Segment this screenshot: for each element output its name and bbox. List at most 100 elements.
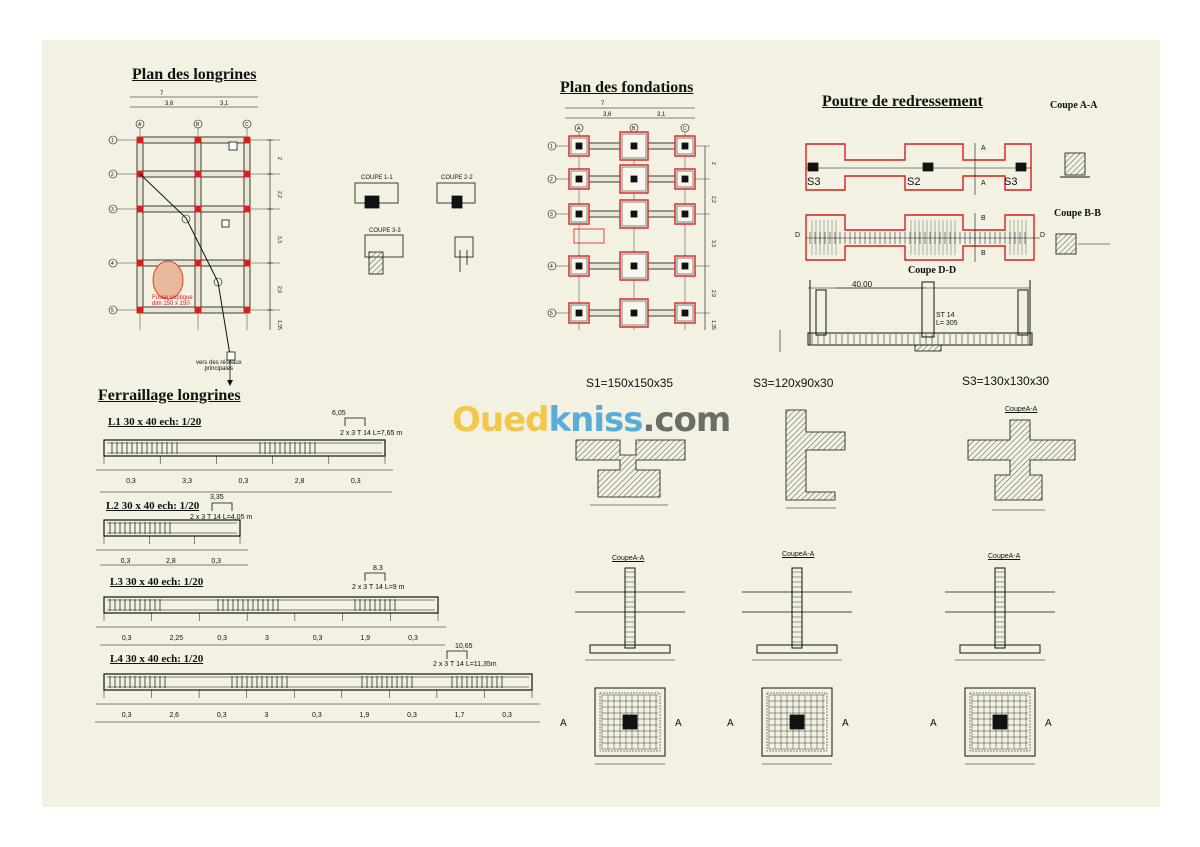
section-letter-d-left: D <box>795 232 801 239</box>
ferr-poteau <box>624 567 636 649</box>
coupe-dd-base <box>914 344 942 352</box>
watermark-part3: .com <box>642 400 731 440</box>
longrine-l4-hook: 10,65 <box>455 643 473 650</box>
pl-row-dim-label: 2 <box>276 157 282 160</box>
ferr-section-arrow-left: A <box>727 718 734 729</box>
ferr-semelle <box>756 644 838 654</box>
pl-node <box>194 205 202 213</box>
pf-footing-inner <box>570 205 588 223</box>
pf-footing-inner <box>570 170 588 188</box>
plan-fondations-dim-2: 3,1 <box>657 112 666 118</box>
poutre-s-label-1: S3 <box>807 176 821 188</box>
longrine-span-label: 0,3 <box>126 478 136 485</box>
pf-axis-row-label: 4 <box>550 264 553 270</box>
longrine-span-label: 0,3 <box>120 558 131 565</box>
pl-fosse-ellipse <box>152 260 184 300</box>
longrine-l2-hook: 3,35 <box>210 494 224 501</box>
longrine-l3-hook: 8,3 <box>373 565 383 572</box>
longrine-beam <box>103 596 439 614</box>
pl-node <box>194 306 202 314</box>
pl-longrine-h <box>139 205 248 213</box>
poutre-s-label-3: S3 <box>1004 176 1018 188</box>
pf-axis-row-label: 2 <box>550 177 553 183</box>
semelle-s3a-section <box>785 409 846 501</box>
pl-regard-circle <box>181 214 191 224</box>
coupe-bb-detail <box>1055 233 1077 255</box>
pl-node <box>136 306 144 314</box>
pl-longrine-v <box>136 139 144 311</box>
pf-poteau <box>575 262 583 270</box>
pf-poteau <box>575 142 583 150</box>
pl-regard-circle <box>213 277 223 287</box>
pf-poteau <box>630 309 638 317</box>
longrine-span-label: 0,3 <box>121 635 132 642</box>
ferr-section-arrow-right: A <box>675 718 682 729</box>
pf-footing-inner <box>621 166 647 192</box>
pf-poteau <box>681 210 689 218</box>
pf-footing-inner <box>570 304 588 322</box>
coupe-aa-bottom-3: CoupeA-A <box>988 553 1021 560</box>
pl-network-line <box>139 173 231 356</box>
semelle-s1-label: S1=150x150x35 <box>586 376 674 390</box>
pl-node <box>243 170 251 178</box>
longrine-l3-bar: 2 x 3 T 14 L=9 m <box>352 584 405 591</box>
ferr-plan-outer <box>594 687 666 757</box>
longrine-span-label: 0,3 <box>502 712 512 719</box>
pf-poteau <box>681 309 689 317</box>
pl-node <box>194 170 202 178</box>
coupe-dd-st: ST 14 <box>936 312 955 319</box>
label-coupe-2-2: COUPE 2-2 <box>441 175 473 181</box>
pf-footing-inner <box>676 257 694 275</box>
pf-footing-inner <box>621 201 647 227</box>
pf-poteau <box>575 309 583 317</box>
ferr-semelle <box>959 644 1041 654</box>
longrine-span-label: 0,3 <box>312 712 322 719</box>
pl-axis-col-label: A <box>138 122 142 128</box>
watermark-part1: Oued <box>452 400 550 440</box>
longrine-beam <box>103 673 533 691</box>
longrine-span-label: 0,3 <box>350 478 361 485</box>
ferr-plan-poteau <box>789 714 805 730</box>
plan-fondations-dim-1: 3,6 <box>603 112 612 118</box>
longrine-hook <box>211 502 233 511</box>
coupe-aa-bottom-1: CoupeA-A <box>612 555 645 562</box>
pf-footing-inner <box>570 137 588 155</box>
note-reseaux: vers des réseaux principales <box>196 360 242 372</box>
poutre-poteau <box>922 162 934 172</box>
ferr-poteau <box>994 567 1006 649</box>
section-letter-a-bottom: A <box>981 180 986 187</box>
coupe-dd-top-dim: 40.00 <box>852 280 873 289</box>
coupe22-body <box>451 195 463 209</box>
pl-node <box>243 136 251 144</box>
pl-row-dim-label: 1,35 <box>276 320 282 330</box>
coupe-aa-top-right: CoupeA-A <box>1005 406 1038 413</box>
label-coupe-bb: Coupe B-B <box>1054 208 1101 219</box>
longrine-span-label: 0,3 <box>407 712 417 719</box>
longrine-hook <box>364 572 386 581</box>
coupe-aa-bottom-2: CoupeA-A <box>782 551 815 558</box>
plan-fondations-dim-total: 7 <box>601 101 605 107</box>
coupe11-body <box>364 195 380 209</box>
ferr-plan-inner <box>969 692 1031 752</box>
poutre-elevation-outline <box>805 143 1032 191</box>
semelle-s3b-label: S3=130x130x30 <box>962 374 1050 388</box>
pf-axis-col-label: A <box>577 126 581 132</box>
longrine-span-label: 1,9 <box>360 635 371 642</box>
longrine-span-label: 0,3 <box>238 478 249 485</box>
pl-regard <box>228 141 238 151</box>
longrine-span-label: 3 <box>264 712 269 719</box>
pl-node <box>194 259 202 267</box>
plan-longrines-dim-2: 3,1 <box>220 101 229 107</box>
pl-arrow-head <box>227 380 233 386</box>
ferr-plan-poteau <box>992 714 1008 730</box>
pf-row-dim-label: 3,3 <box>710 240 716 247</box>
pf-footing-inner <box>676 137 694 155</box>
longrine-span-label: 3,3 <box>182 478 193 485</box>
coupe-aa-detail <box>1064 152 1086 176</box>
ferr-plan-outer <box>964 687 1036 757</box>
label-coupe-1-1: COUPE 1-1 <box>361 175 393 181</box>
pl-node <box>243 306 251 314</box>
coupe-dd-poteau-r <box>1017 289 1029 336</box>
pl-row-dim-label: 3,3 <box>276 236 282 243</box>
